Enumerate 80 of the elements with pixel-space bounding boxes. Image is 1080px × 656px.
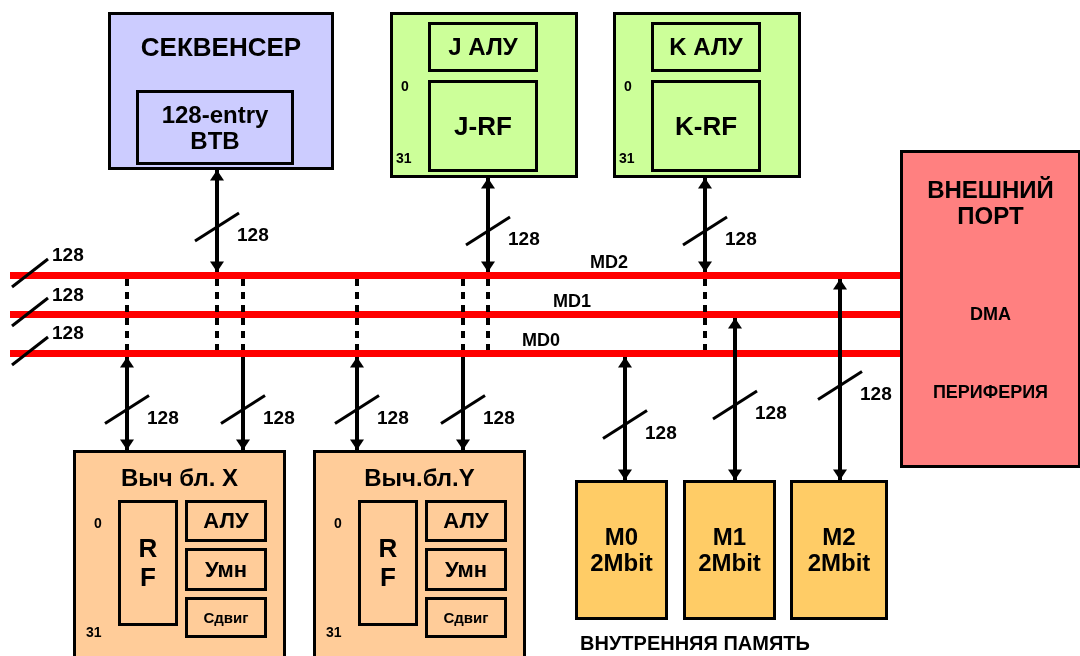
block-label: K АЛУ <box>668 33 744 61</box>
bus-arrow <box>618 357 632 480</box>
alu-box <box>651 22 761 72</box>
compute-unit-block <box>313 450 526 656</box>
alu-box <box>425 500 507 542</box>
register-index: 0 <box>334 516 342 532</box>
bus-arrow <box>456 357 470 450</box>
register-index: 0 <box>401 79 409 95</box>
alu-box <box>185 500 267 542</box>
block-label: J-RF <box>453 111 513 141</box>
bus-name: MD2 <box>590 253 628 273</box>
bus-name: MD1 <box>553 292 591 312</box>
block-label: АЛУ <box>442 508 490 534</box>
register-index: 0 <box>624 79 632 95</box>
bus-width-label: 128 <box>52 285 84 306</box>
block-label: ВНЕШНИЙ ПОРТ <box>926 177 1055 230</box>
block-label: Выч бл. X <box>119 465 240 492</box>
memory-block <box>790 480 888 620</box>
block-label: Выч.бл.Y <box>363 465 476 492</box>
block-label: M0 2Mbit <box>589 523 654 577</box>
register-index: 31 <box>326 625 342 641</box>
compute-unit-block <box>73 450 286 656</box>
shifter-box <box>185 597 267 638</box>
register-file-box <box>358 500 418 626</box>
block-label: СЕКВЕНСЕР <box>139 33 303 62</box>
memory-group-title: ВНУТРЕННЯЯ ПАМЯТЬ <box>580 632 810 654</box>
bus-arrow <box>210 170 224 272</box>
block-label: R F <box>137 534 159 592</box>
bus-tap-line <box>355 279 359 350</box>
bus-tap-line <box>125 279 129 350</box>
alu-block <box>390 12 578 178</box>
register-index: 31 <box>86 625 102 641</box>
register-index: 31 <box>619 151 635 167</box>
block-label: ПЕРИФЕРИЯ <box>931 383 1050 403</box>
register-index: 0 <box>94 516 102 532</box>
btb-block <box>136 90 294 165</box>
bus-tap-line <box>215 279 219 350</box>
block-label: K-RF <box>673 111 739 141</box>
edge-label: 128 <box>725 229 757 248</box>
external-port-block <box>900 150 1080 468</box>
block-label: 128-entry BTB <box>160 101 270 154</box>
register-file-box <box>118 500 178 626</box>
block-label: R F <box>377 534 399 592</box>
bus-arrow <box>236 357 250 450</box>
memory-block <box>683 480 776 620</box>
sequencer-block <box>108 12 334 170</box>
block-label: M1 2Mbit <box>697 523 762 577</box>
block-label: АЛУ <box>202 508 250 534</box>
bus-tap-line <box>486 279 490 350</box>
alu-block <box>613 12 801 178</box>
bus-arrow <box>350 357 364 450</box>
bus-tap-line <box>703 279 707 350</box>
bus-tap-line <box>241 279 245 350</box>
bus-width-label: 128 <box>52 245 84 266</box>
edge-label: 128 <box>508 229 540 248</box>
register-index: 31 <box>396 151 412 167</box>
bus-arrow <box>728 318 742 480</box>
bus-name: MD0 <box>522 331 560 351</box>
alu-box <box>428 22 538 72</box>
block-label: J АЛУ <box>447 33 519 61</box>
shifter-box <box>425 597 507 638</box>
multiplier-box <box>425 548 507 591</box>
bus-arrow <box>698 178 712 272</box>
bus-arrow <box>833 279 847 480</box>
bus-width-label: 128 <box>52 323 84 344</box>
bus-arrow <box>481 178 495 272</box>
block-label: DMA <box>969 305 1012 325</box>
memory-block <box>575 480 668 620</box>
block-label: Сдвиг <box>442 609 490 626</box>
block-label: M2 2Mbit <box>806 523 872 577</box>
register-file-box <box>428 80 538 172</box>
register-file-box <box>651 80 761 172</box>
block-label: Умн <box>443 557 489 582</box>
edge-label: 128 <box>237 225 269 244</box>
block-label: Сдвиг <box>202 609 250 626</box>
bus-arrow <box>120 357 134 450</box>
multiplier-box <box>185 548 267 591</box>
edge-label: 128 <box>755 403 787 422</box>
bus-tap-line <box>461 279 465 350</box>
block-label: Умн <box>203 557 249 582</box>
